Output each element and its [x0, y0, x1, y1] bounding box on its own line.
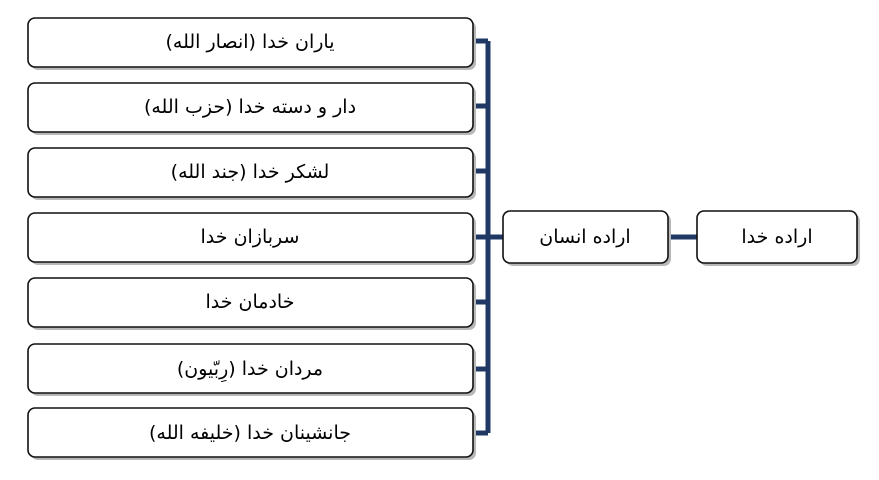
item-node-1: یاران خدا (انصار الله) — [27, 17, 476, 70]
middle-label: اراده انسان — [539, 226, 630, 248]
item-label-7: جانشینان خدا (خلیفه الله) — [149, 422, 351, 444]
item-label-4: سربازان خدا — [201, 226, 300, 248]
item-node-7: جانشینان خدا (خلیفه الله) — [27, 407, 476, 460]
item-node-4: سربازان خدا — [27, 212, 476, 265]
item-label-5: خادمان خدا — [206, 291, 295, 313]
root-node: اراده خدا — [696, 210, 860, 266]
item-node-6: مردان خدا (رِبّیون) — [27, 343, 476, 396]
middle-node: اراده انسان — [502, 210, 671, 266]
item-label-6: مردان خدا (رِبّیون) — [177, 358, 323, 383]
root-label: اراده خدا — [741, 226, 812, 248]
item-label-3: لشکر خدا (جند الله) — [171, 161, 330, 183]
item-node-3: لشکر خدا (جند الله) — [27, 147, 476, 200]
item-label-2: دار و دسته خدا (حزب الله) — [144, 96, 356, 118]
item-node-5: خادمان خدا — [27, 277, 476, 330]
item-node-2: دار و دسته خدا (حزب الله) — [27, 82, 476, 135]
item-label-1: یاران خدا (انصار الله) — [166, 31, 335, 53]
